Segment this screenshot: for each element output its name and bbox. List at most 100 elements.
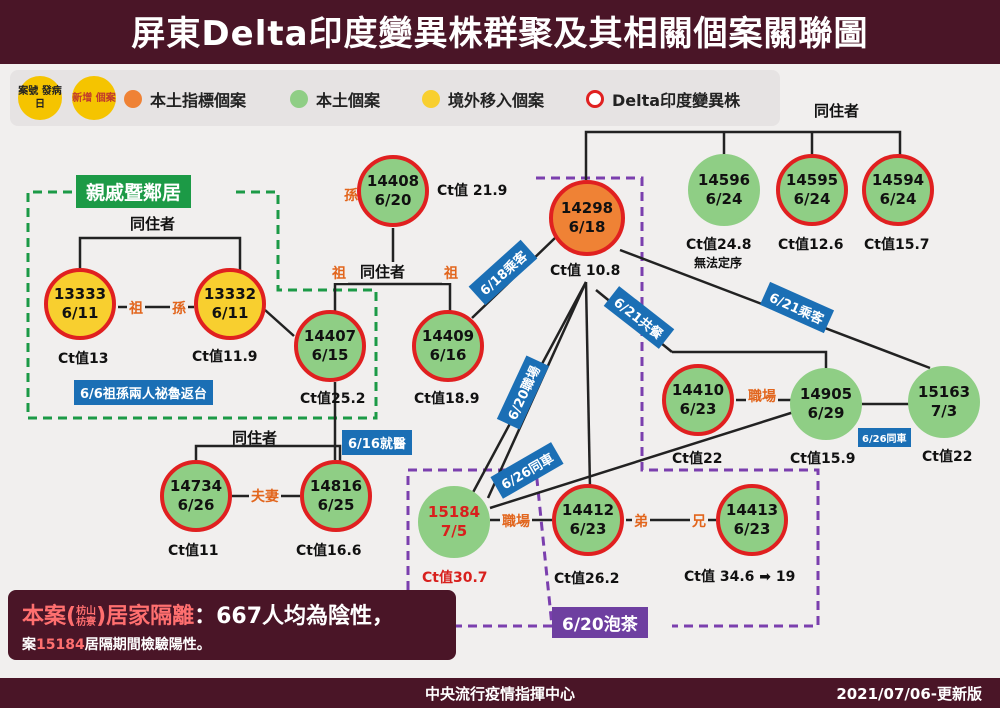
relation-grandson-right: 孫 — [170, 298, 188, 318]
case-node-14413: 14413 6/23 — [716, 484, 788, 556]
cohab-label-13333: 同住者 — [130, 215, 176, 233]
legend-delta-label: Delta印度變異株 — [612, 91, 741, 110]
tea-cluster-box — [406, 176, 820, 628]
case-date: 6/15 — [311, 346, 349, 364]
note-town-top: 枋山 — [76, 606, 97, 617]
note-result: ：667人均為陰性， — [194, 604, 395, 629]
ct-value-14413: Ct值 34.6 ➡ 19 — [684, 569, 796, 585]
case-node-14594: 14594 6/24 — [862, 154, 934, 226]
legend-onset-badge: 案號 發病日 — [18, 76, 62, 120]
note-prefix: 本案( — [22, 604, 77, 629]
note-line1: 本案(枋山枋寮)居家隔離：667人均為陰性， — [22, 598, 394, 630]
legend-local-dot — [290, 90, 308, 108]
case-node-14412: 14412 6/23 — [552, 484, 624, 556]
ct-value-14595: Ct值12.6 — [778, 237, 844, 253]
relation-grandparent-14407: 祖 — [330, 263, 348, 283]
note-line2-prefix: 案 — [22, 637, 36, 653]
case-id: 14409 — [421, 327, 475, 345]
ct-value-14408: Ct值 21.9 — [437, 183, 508, 199]
case-node-14816: 14816 6/25 — [300, 460, 372, 532]
case-id: 14408 — [366, 172, 420, 190]
ct-value-14412: Ct值26.2 — [554, 571, 620, 587]
ct-value-14816: Ct值16.6 — [296, 543, 362, 559]
case-date: 7/3 — [930, 402, 958, 420]
cohab-line-14407-14409 — [333, 228, 452, 318]
relation-workplace-15184: 職場 — [500, 511, 532, 531]
case-date: 6/23 — [733, 520, 771, 538]
ct-value-15163: Ct值22 — [922, 449, 973, 465]
case-date: 6/23 — [569, 520, 607, 538]
case-date: 6/20 — [374, 191, 412, 209]
case-date: 6/16 — [429, 346, 467, 364]
case-date: 6/26 — [177, 496, 215, 514]
legend-imported-dot — [422, 90, 440, 108]
case-date: 7/5 — [440, 522, 468, 540]
case-node-14410: 14410 6/23 — [662, 364, 734, 436]
note-town-names: 枋山枋寮 — [76, 606, 96, 628]
case-date: 6/24 — [793, 190, 831, 208]
ct-value-14905: Ct值15.9 — [790, 451, 856, 467]
tag-return-trip: 6/6祖孫兩人祕魯返台 — [74, 380, 213, 405]
case-node-14298: 14298 6/18 — [549, 180, 625, 256]
ct-note-14596: 無法定序 — [694, 256, 743, 270]
ct-value-14298: Ct值 10.8 — [550, 263, 621, 279]
case-date: 6/23 — [679, 400, 717, 418]
note-middle: )居家隔離 — [96, 604, 195, 629]
relation-older-brother: 兄 — [690, 511, 708, 531]
legend-index-dot — [124, 90, 142, 108]
case-id: 14410 — [671, 381, 725, 399]
case-node-14734: 14734 6/26 — [160, 460, 232, 532]
ct-value-13333: Ct值13 — [58, 351, 109, 367]
case-id: 14407 — [303, 327, 357, 345]
case-id: 14905 — [799, 385, 853, 403]
relation-grandson: 孫 — [342, 185, 360, 205]
footer-center: 中央流行疫情指揮中心 — [424, 685, 575, 703]
relatives-cluster-box — [26, 190, 378, 420]
case-node-14408: 14408 6/20 — [357, 155, 429, 227]
note-line2-suffix: 居隔期間檢驗陽性。 — [84, 637, 211, 653]
case-node-14905: 14905 6/29 — [790, 368, 862, 440]
case-date: 6/18 — [568, 218, 606, 236]
line-14298-14412 — [584, 281, 592, 489]
case-node-15184: 15184 7/5 — [418, 486, 490, 558]
case-id: 14594 — [871, 171, 925, 189]
ct-value-14596: Ct值24.8 — [686, 237, 752, 253]
relation-spouse: 夫妻 — [249, 486, 281, 506]
footer-bar: 中央流行疫情指揮中心 2021/07/06-更新版 — [0, 678, 1000, 708]
case-date: 6/11 — [61, 304, 99, 322]
case-node-14595: 14595 6/24 — [776, 154, 848, 226]
ct-value-13332: Ct值11.9 — [192, 349, 258, 365]
ct-value-14407: Ct值25.2 — [300, 391, 366, 407]
cohab-label-14734: 同住者 — [232, 429, 278, 447]
case-id: 13332 — [203, 285, 257, 303]
case-id: 13333 — [53, 285, 107, 303]
case-id: 14734 — [169, 477, 223, 495]
case-id: 14413 — [725, 501, 779, 519]
tag-car-626-small: 6/26同車 — [858, 428, 911, 447]
relation-younger-brother: 弟 — [632, 511, 650, 531]
case-date: 6/24 — [705, 190, 743, 208]
legend-imported-label: 境外移入個案 — [448, 91, 545, 110]
footer-date: 2021/07/06-更新版 — [836, 685, 982, 703]
ct-value-14409: Ct值18.9 — [414, 391, 480, 407]
legend-new-badge: 新增 個案 — [72, 76, 116, 120]
tag-clinic: 6/16就醫 — [342, 430, 412, 455]
ct-value-14410: Ct值22 — [672, 451, 723, 467]
page-title: 屏東Delta印度變異株群聚及其相關個案關聯圖 — [131, 14, 869, 54]
legend: 案號 發病日 新增 個案 本土指標個案 本土個案 境外移入個案 Delta印度變… — [10, 70, 780, 126]
meal-bracket — [672, 350, 828, 370]
tea-cluster-label: 6/20泡茶 — [552, 607, 648, 638]
relation-grandparent-left: 祖 — [127, 298, 145, 318]
case-id: 14816 — [309, 477, 363, 495]
ct-value-15184: Ct值30.7 — [422, 570, 488, 586]
case-date: 6/24 — [879, 190, 917, 208]
case-date: 6/25 — [317, 496, 355, 514]
relation-grandparent-14409: 祖 — [442, 263, 460, 283]
note-line2-case: 15184 — [36, 637, 85, 653]
case-node-14407: 14407 6/15 — [294, 310, 366, 382]
line-13332-14407 — [264, 309, 295, 337]
case-id: 15163 — [917, 383, 971, 401]
case-id: 14595 — [785, 171, 839, 189]
title-bar: 屏東Delta印度變異株群聚及其相關個案關聯圖 — [0, 0, 1000, 64]
